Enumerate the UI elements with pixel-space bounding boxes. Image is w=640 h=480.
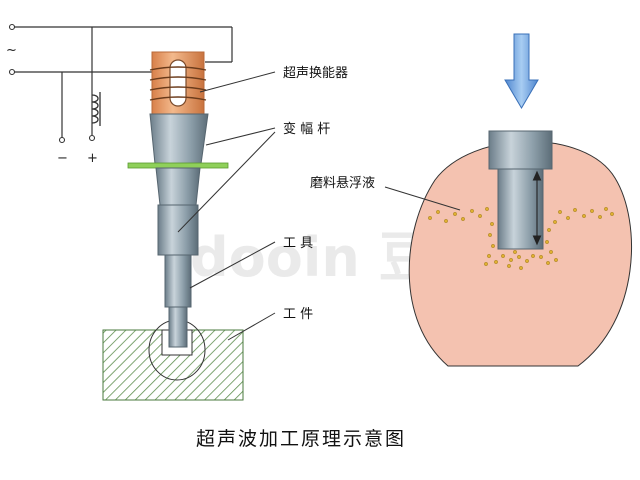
- abrasive-particle: [488, 233, 492, 237]
- abrasive-particle: [582, 214, 586, 218]
- abrasive-particle: [513, 250, 517, 254]
- tool-head-magnified: [488, 130, 553, 170]
- abrasive-particle: [573, 208, 577, 212]
- abrasive-particle: [501, 254, 505, 258]
- abrasive-particle: [507, 264, 511, 268]
- horn-upper: [149, 113, 209, 165]
- abrasive-particle: [428, 216, 432, 220]
- minus-label: −: [57, 151, 68, 166]
- abrasive-particle: [531, 254, 535, 258]
- abrasive-particle: [487, 254, 491, 258]
- mounting-flange: [127, 162, 229, 169]
- abrasive-particle: [525, 259, 529, 263]
- abrasive-particle: [554, 258, 558, 262]
- abrasive-particle: [470, 209, 474, 213]
- abrasive-particle: [604, 207, 608, 211]
- dc-terminal-plus: [88, 134, 96, 142]
- abrasive-particle: [494, 260, 498, 264]
- transducer-slot: [169, 59, 187, 107]
- abrasive-particle: [444, 219, 448, 223]
- abrasive-particle: [545, 240, 549, 244]
- label-horn: 变 幅 杆: [283, 121, 330, 137]
- label-workpiece: 工 件: [283, 307, 313, 322]
- label-transducer: 超声换能器: [283, 66, 348, 81]
- tool-shank: [164, 254, 192, 308]
- abrasive-particle: [549, 250, 553, 254]
- ac-terminal-top: [8, 23, 16, 31]
- tool-tip: [168, 306, 188, 348]
- horn-middle: [155, 167, 201, 206]
- ac-terminal-bottom: [8, 68, 16, 76]
- abrasive-particle: [491, 244, 495, 248]
- abrasive-particle: [484, 262, 488, 266]
- transducer-windings: [149, 66, 207, 101]
- abrasive-particle: [539, 255, 543, 259]
- abrasive-particle: [453, 212, 457, 216]
- slurry-leader: [384, 186, 461, 211]
- abrasive-particle: [519, 266, 523, 270]
- abrasive-particle: [558, 210, 562, 214]
- plus-label: +: [87, 151, 98, 166]
- abrasive-particle: [517, 255, 521, 259]
- horn-lower: [157, 204, 199, 256]
- dc-terminal-minus: [58, 136, 66, 144]
- double-arrow-icon: [532, 170, 542, 246]
- label-slurry: 磨料悬浮液: [310, 176, 375, 191]
- abrasive-particles: [428, 207, 614, 270]
- abrasive-particle: [553, 220, 557, 224]
- label-tool: 工 具: [283, 236, 313, 251]
- abrasive-particle: [436, 210, 440, 214]
- coil-icon: [91, 92, 101, 126]
- abrasive-particle: [490, 222, 494, 226]
- abrasive-particle: [478, 214, 482, 218]
- abrasive-particle: [590, 209, 594, 213]
- circuit-wires: [12, 26, 233, 140]
- abrasive-particle: [598, 215, 602, 219]
- abrasive-particle: [610, 212, 614, 216]
- abrasive-particle: [485, 207, 489, 211]
- abrasive-particle: [566, 216, 570, 220]
- abrasive-particle: [547, 228, 551, 232]
- down-arrow-icon: [504, 33, 539, 109]
- leader-lines: [177, 71, 276, 341]
- diagram-caption: 超声波加工原理示意图: [196, 428, 406, 450]
- abrasive-particle: [546, 261, 550, 265]
- abrasive-particle: [509, 258, 513, 262]
- ac-symbol: ~: [6, 43, 17, 58]
- abrasive-particle: [461, 217, 465, 221]
